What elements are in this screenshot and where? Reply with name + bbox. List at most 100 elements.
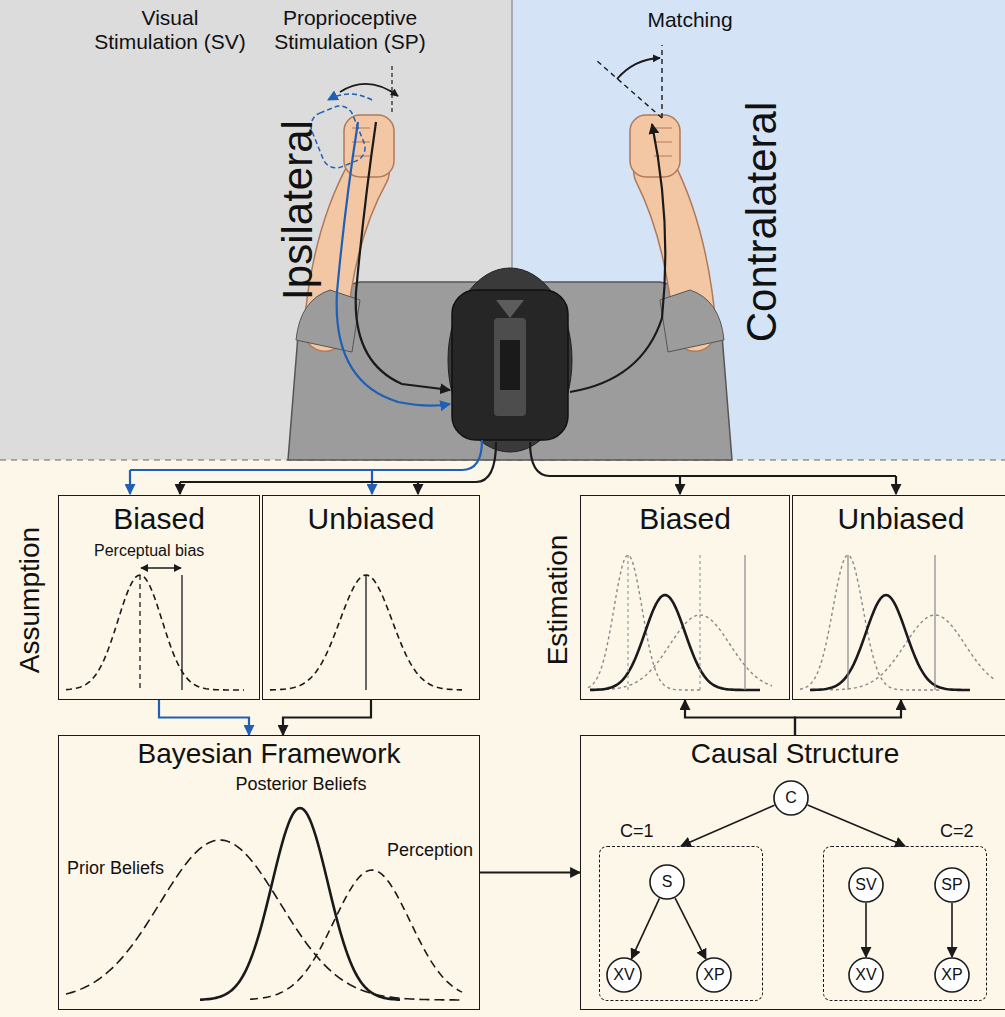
feed-drop: [129, 470, 131, 494]
gaussian-curve: [200, 808, 400, 1000]
variable-symbol: XP: [941, 966, 962, 984]
estimation-biased-box: Biased: [580, 495, 790, 700]
side-label: Contralateral: [738, 102, 786, 342]
mean-line: [847, 555, 848, 690]
feed-drop: [179, 482, 181, 494]
circle-shape: [935, 868, 969, 902]
gaussian-curve: [250, 870, 462, 999]
box-title: Biased: [581, 502, 789, 537]
mean-line: [699, 555, 700, 690]
finger-line: [654, 142, 672, 143]
gaussian-curve: [590, 595, 760, 690]
variable-symbol: S: [662, 873, 673, 891]
row-label: Estimation: [542, 535, 574, 666]
variable-symbol: XV: [855, 966, 876, 984]
visual-pathway: [337, 122, 450, 406]
mean-line: [181, 575, 182, 690]
gaussian-curve: [600, 615, 772, 690]
matching-vertical: [661, 45, 662, 118]
connector-arrow: [681, 805, 775, 846]
curve-label: Posterior Beliefs: [235, 774, 366, 795]
circle-shape: [935, 958, 969, 992]
finger-line: [654, 128, 672, 129]
common-cause-group: SXVXPC=1: [599, 846, 763, 1001]
box-title: Biased: [59, 502, 259, 537]
mean-line: [627, 555, 628, 690]
row-label: Assumption: [14, 527, 46, 673]
mean-line: [365, 575, 366, 690]
source-node: SV: [848, 867, 884, 903]
causal-structure-box: S XV XP C=1SV SP XV XP C=2 C Causal Structure: [580, 735, 1005, 1010]
mean-line: [744, 555, 745, 690]
measurement-node: XV: [848, 957, 884, 993]
mean-line: [139, 575, 140, 690]
feed-drop: [895, 476, 897, 494]
matching-arc: [617, 58, 660, 79]
connector-arrow: [865, 903, 867, 957]
visual-stimulation-arrow: [328, 94, 372, 100]
gaussian-curve: [66, 575, 244, 690]
circle-shape: [650, 865, 684, 899]
circle-shape: [607, 958, 641, 992]
variable-symbol: SP: [941, 876, 962, 894]
variable-symbol: XP: [703, 966, 724, 984]
gaussian-curve: [810, 595, 970, 690]
head: [448, 268, 572, 452]
proprioceptive-stimulation-arrow: [340, 84, 398, 96]
circle-shape: [849, 958, 883, 992]
separate-cause-group: SVSPXVXPC=2: [823, 846, 987, 1001]
connector-arrow: [795, 700, 901, 735]
gaussian-curve: [588, 555, 700, 690]
proprioceptive-pathway: [356, 122, 450, 390]
connector-arrow: [159, 700, 249, 735]
curve-label: Perception: [387, 840, 473, 861]
variable-symbol: C: [785, 789, 797, 807]
box-title: Unbiased: [793, 502, 1005, 537]
connector-arrow: [632, 898, 660, 958]
connector-arrow: [675, 898, 706, 959]
gaussian-curve: [270, 575, 462, 690]
assumption-unbiased-box: Unbiased: [262, 495, 480, 700]
assumption-biased-box: BiasedPerceptual bias: [58, 495, 260, 700]
right-fist: [630, 115, 680, 177]
measurement-node: XP: [696, 957, 732, 993]
cause-node: C: [773, 780, 809, 816]
measurement-node: XP: [934, 957, 970, 993]
cause-count-label: C=2: [940, 821, 974, 842]
feed-drop: [417, 482, 419, 494]
headset: [452, 290, 568, 440]
bias-arrow: [141, 567, 181, 568]
finger-line: [352, 156, 370, 157]
measurement-node: XV: [606, 957, 642, 993]
mean-line: [934, 555, 935, 690]
circle-shape: [849, 868, 883, 902]
right-sleeve: [660, 290, 724, 352]
source-node: SP: [934, 867, 970, 903]
side-label: Ipsilateral: [274, 120, 322, 300]
curve-label: Prior Beliefs: [67, 858, 164, 879]
feed-drop: [679, 476, 681, 494]
proprioceptive-reference: [391, 66, 392, 112]
bias-label: Perceptual bias: [94, 542, 204, 560]
box-title: Causal Structure: [581, 738, 1005, 770]
circle-shape: [697, 958, 731, 992]
task-label: Matching: [647, 8, 732, 32]
connector-arrow: [808, 805, 905, 846]
circle-shape: [774, 781, 808, 815]
source-node: S: [649, 864, 685, 900]
estimation-unbiased-box: Unbiased: [792, 495, 1005, 700]
variable-symbol: XV: [613, 966, 634, 984]
headset-visor: [496, 300, 524, 318]
stimulus-label: Visual Stimulation (SV): [91, 6, 249, 54]
connector-arrow: [283, 700, 371, 735]
headset-lens: [500, 340, 520, 390]
contralateral-feed: [530, 442, 896, 476]
box-title: Bayesian Framework: [59, 738, 479, 770]
variable-symbol: SV: [855, 876, 876, 894]
finger-line: [352, 128, 370, 129]
connector-arrow: [685, 700, 795, 735]
cause-count-label: C=1: [620, 821, 654, 842]
